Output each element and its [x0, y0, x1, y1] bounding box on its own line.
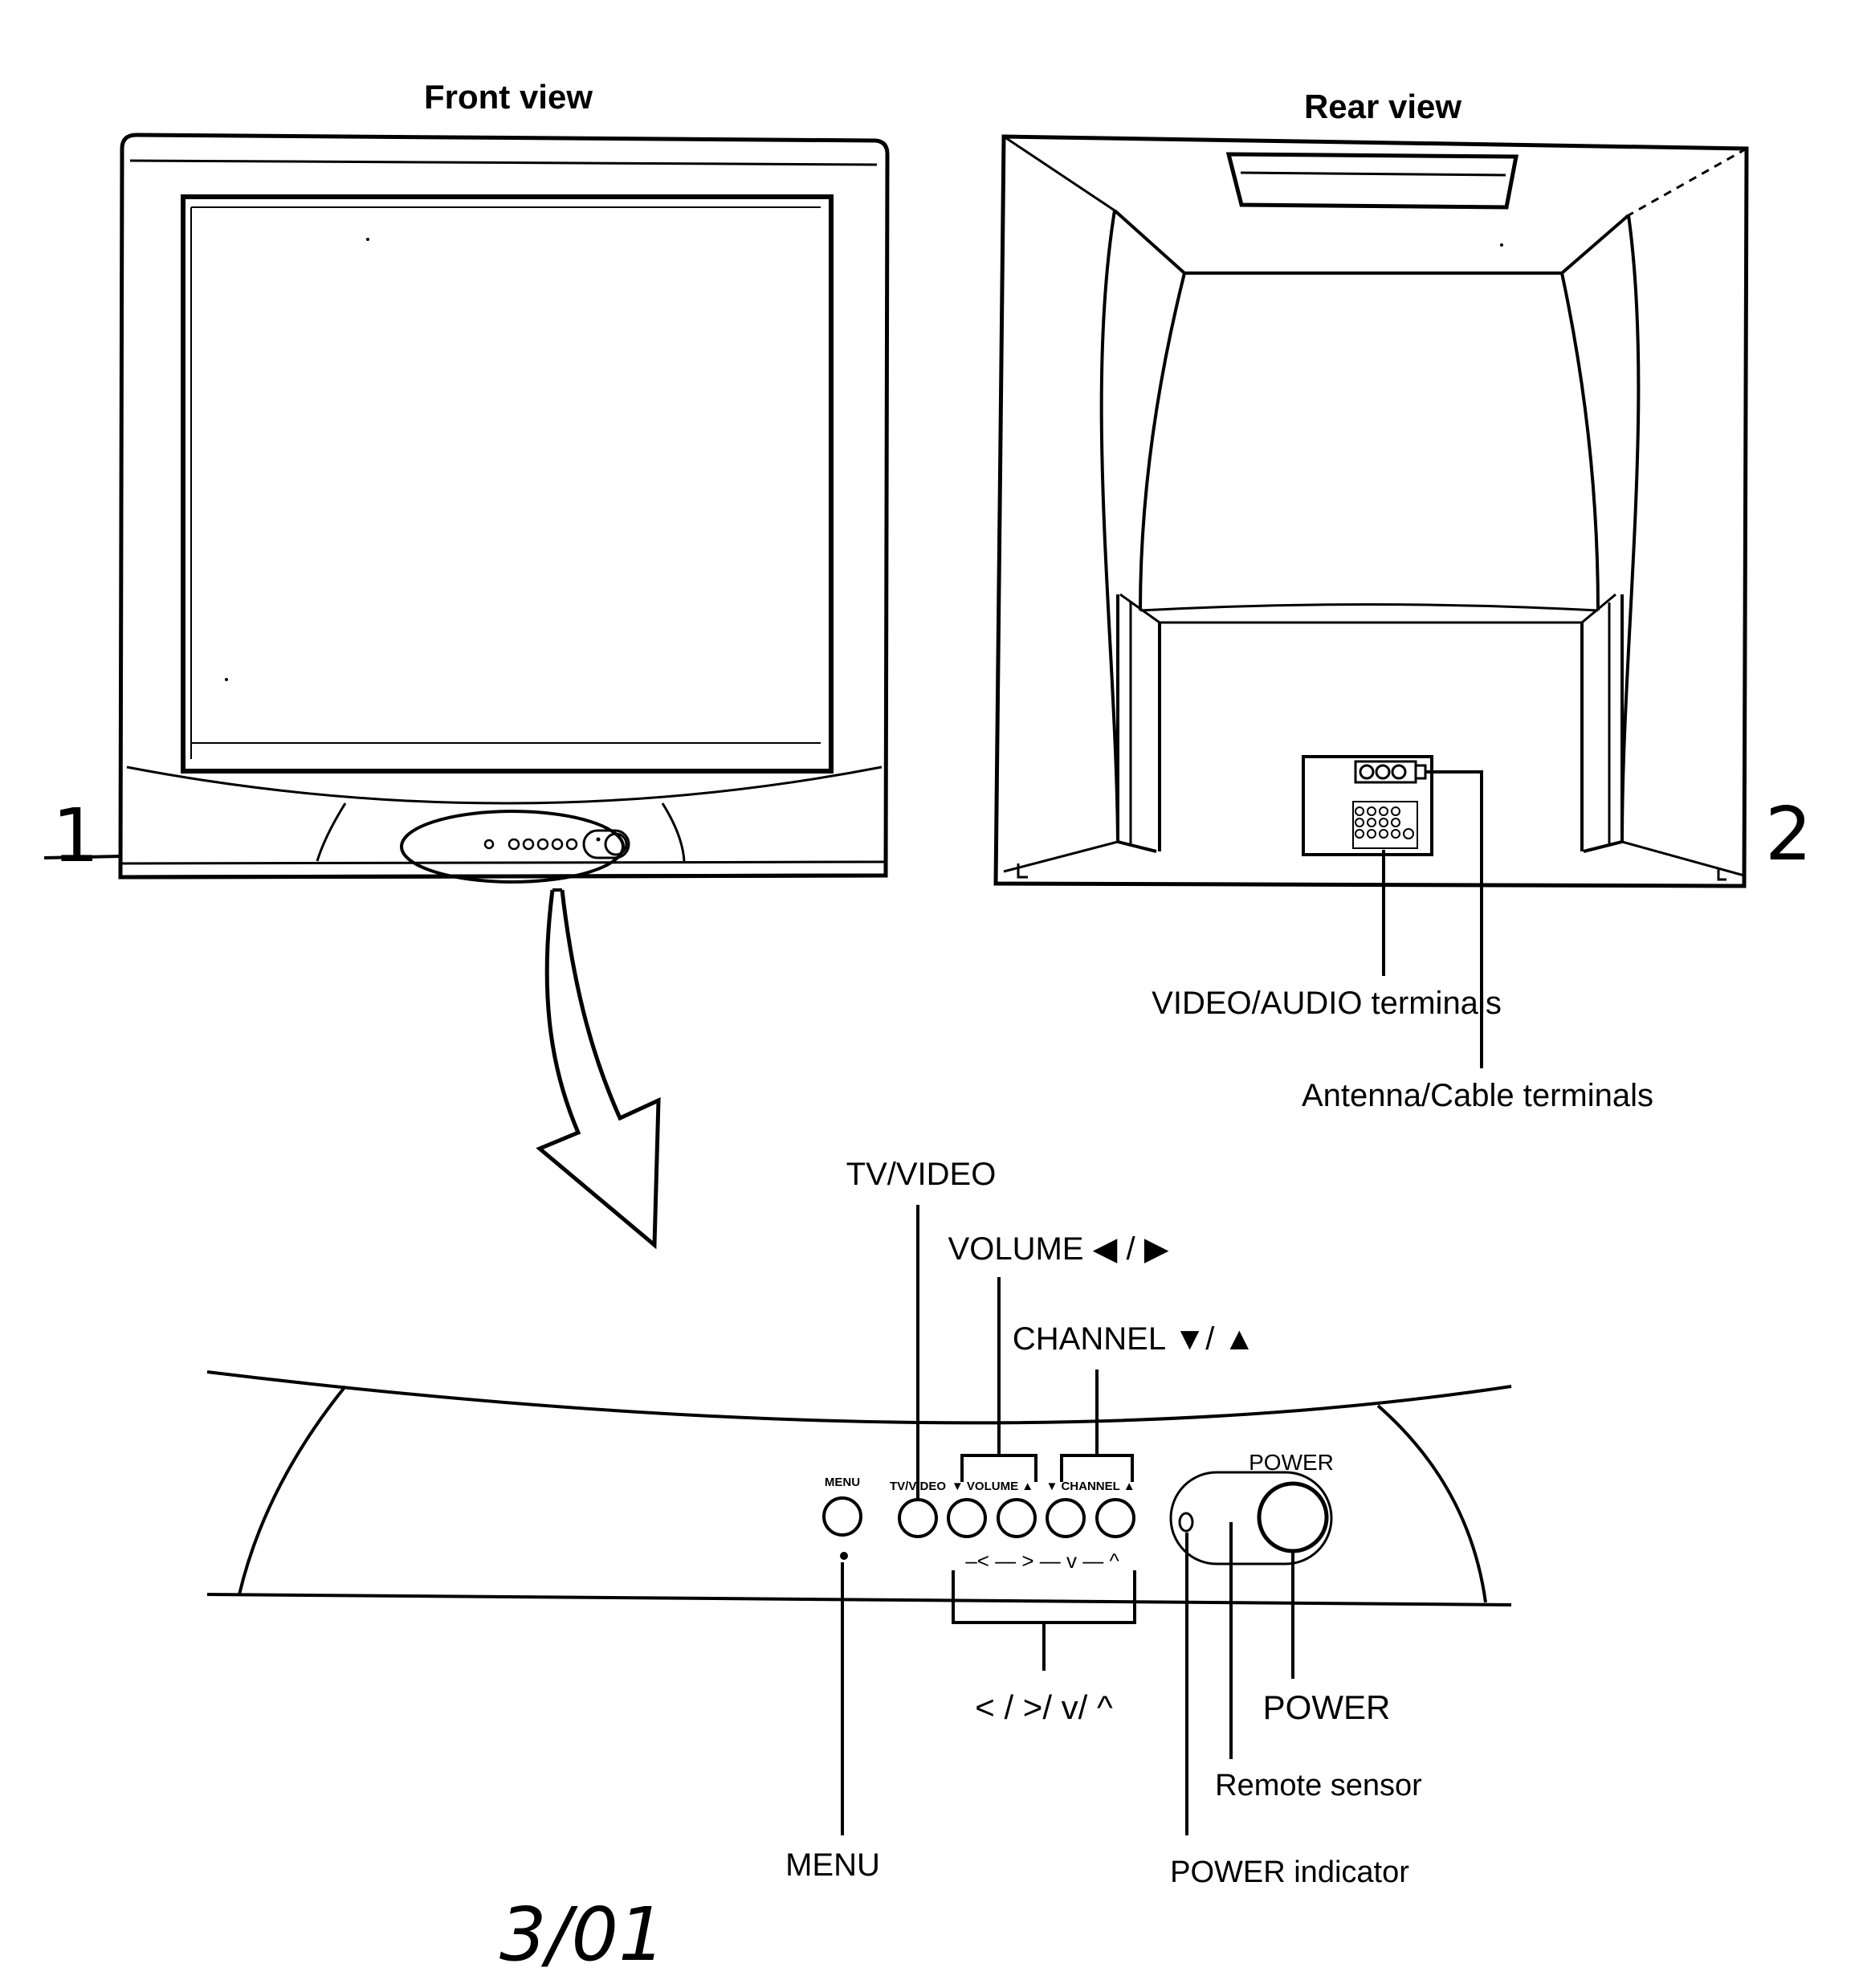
rear-callouts — [1382, 770, 1483, 1068]
front-view-title: Front view — [424, 78, 593, 116]
nav-callout: < / >/ v/ ^ — [975, 1688, 1113, 1726]
figure-number-2: 2 — [1765, 791, 1812, 877]
channel-callout: CHANNEL ▼/ ▲ — [1013, 1321, 1255, 1357]
volume-button-label: ▼ VOLUME ▲ — [952, 1480, 1033, 1493]
zoom-arrow — [536, 888, 661, 1250]
remote-sensor-callout: Remote sensor — [1215, 1769, 1422, 1802]
volume-callout: VOLUME ◀ / ▶ — [948, 1231, 1169, 1267]
menu-button-label: MENU — [825, 1476, 860, 1489]
rear-terminal-panel — [1302, 755, 1433, 856]
figure-1-marker: 1 — [43, 793, 123, 879]
channel-down-button — [1046, 1498, 1086, 1538]
rear-view: Rear view — [993, 88, 1749, 888]
tv-video-button-label: TV/VIDEO — [890, 1480, 946, 1493]
front-view: Front view — [118, 78, 890, 884]
tv-video-button — [898, 1498, 938, 1538]
sheet-number: 3/01 — [499, 1892, 666, 1978]
front-cabinet — [118, 133, 890, 880]
control-panel-highlight — [400, 810, 625, 884]
front-screen — [181, 194, 834, 774]
power-button-label: POWER — [1249, 1450, 1334, 1475]
rear-handle — [1225, 152, 1519, 210]
menu-button — [822, 1496, 862, 1537]
front-bezel-curve — [126, 765, 883, 805]
power-button — [1257, 1481, 1329, 1553]
tv-video-callout: TV/VIDEO — [846, 1157, 997, 1192]
menu-callout: MENU — [785, 1847, 880, 1883]
rear-view-title: Rear view — [1304, 88, 1461, 125]
nav-marks-label: –< — > — v — ^ — [965, 1549, 1119, 1573]
power-indicator-lamp — [1178, 1512, 1194, 1533]
volume-down-button — [947, 1498, 987, 1538]
volume-up-button — [997, 1498, 1037, 1538]
figure-number-1: 1 — [52, 793, 100, 879]
video-audio-terminals-label: VIDEO/AUDIO terminals — [1152, 986, 1502, 1021]
antenna-cable-terminals-label: Antenna/Cable terminals — [1302, 1078, 1653, 1113]
rear-housing — [993, 134, 1749, 888]
power-callout: POWER — [1263, 1688, 1391, 1726]
channel-button-label: ▼ CHANNEL ▲ — [1046, 1480, 1135, 1493]
power-indicator-callout: POWER indicator — [1170, 1855, 1409, 1889]
power-housing — [1169, 1471, 1333, 1565]
control-panel-enlarged — [206, 1205, 1512, 1835]
channel-up-button — [1095, 1498, 1135, 1538]
